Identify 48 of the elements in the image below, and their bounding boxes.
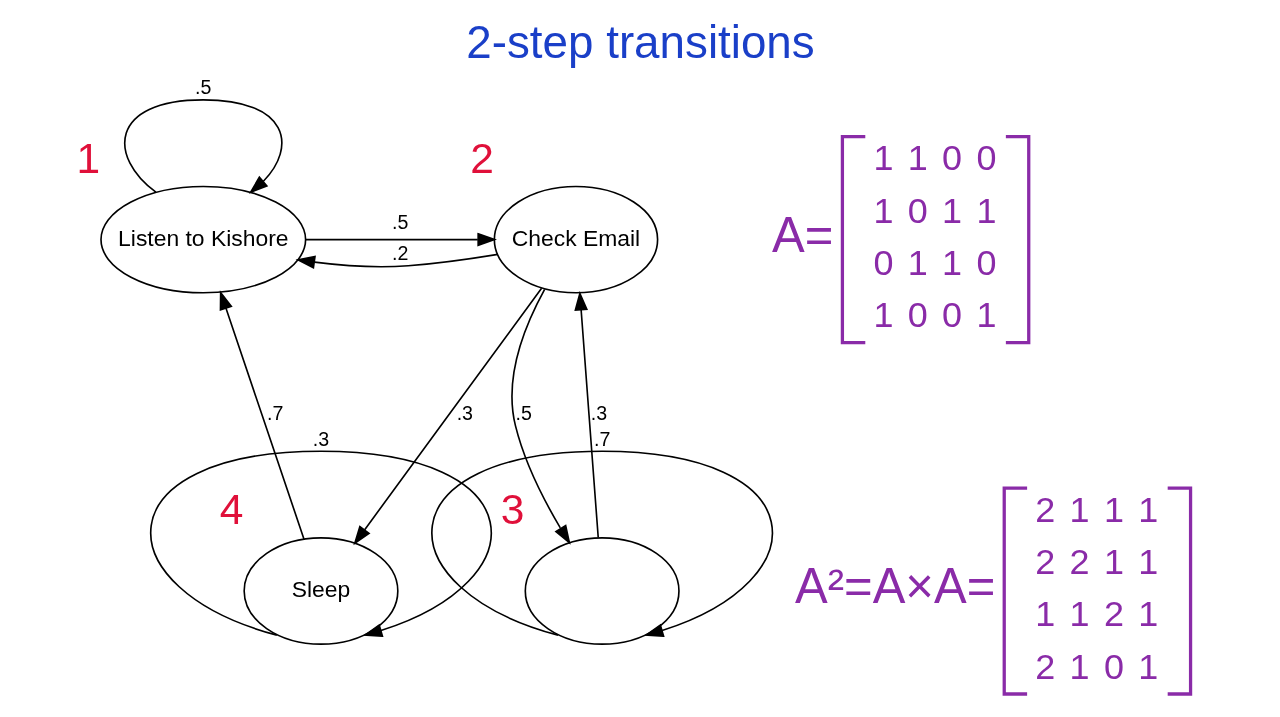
label: 1 xyxy=(1103,541,1124,583)
edge-label: .3 xyxy=(590,402,607,425)
label: 2 xyxy=(1034,645,1055,687)
label: 2 xyxy=(1103,593,1124,635)
diagram-title: 2-step transitions xyxy=(465,16,815,68)
node-label: 1 xyxy=(76,135,100,183)
label: 0 xyxy=(872,241,893,283)
label: 1 xyxy=(872,137,893,179)
node-label: 2 xyxy=(469,135,494,183)
edge-label: .5 xyxy=(194,76,211,99)
label: 1 xyxy=(1069,645,1090,687)
label: 1 xyxy=(1069,593,1090,635)
label: 0 xyxy=(975,137,996,179)
label: 1 xyxy=(872,294,893,336)
label: 2 xyxy=(1034,541,1055,583)
edge-label: .7 xyxy=(593,427,610,450)
label: 1 xyxy=(907,137,928,179)
label: 2 xyxy=(1034,488,1055,530)
label: 2 xyxy=(1069,541,1090,583)
edge-label: .3 xyxy=(456,402,473,425)
label: 0 xyxy=(975,241,996,283)
label: 1 xyxy=(1069,488,1090,530)
label: 1 xyxy=(975,189,996,231)
edge-label: .2 xyxy=(391,242,408,265)
label: 1 xyxy=(1137,645,1158,687)
label: 1 xyxy=(941,241,962,283)
label: 1 xyxy=(1103,488,1124,530)
node-label: 3 xyxy=(500,486,524,534)
label: 1 xyxy=(1034,593,1055,635)
label: 0 xyxy=(1103,645,1124,687)
label: 1 xyxy=(1137,541,1158,583)
label: 0 xyxy=(941,294,962,336)
label: 0 xyxy=(907,294,928,336)
label: 1 xyxy=(872,189,893,231)
edge-label: .5 xyxy=(391,211,408,234)
label: A= xyxy=(771,207,833,262)
edge-label: .7 xyxy=(266,402,283,425)
label: 1 xyxy=(907,241,928,283)
label: A²=A×A= xyxy=(794,559,995,614)
node-label: 4 xyxy=(219,486,243,534)
edge-label: .5 xyxy=(514,402,532,425)
label: 1 xyxy=(1137,593,1158,635)
label: 1 xyxy=(1137,488,1158,530)
label: 0 xyxy=(941,137,962,179)
label: 0 xyxy=(907,189,928,231)
label: 1 xyxy=(975,294,996,336)
label: 1 xyxy=(941,189,962,231)
edge-label: .3 xyxy=(312,427,329,450)
